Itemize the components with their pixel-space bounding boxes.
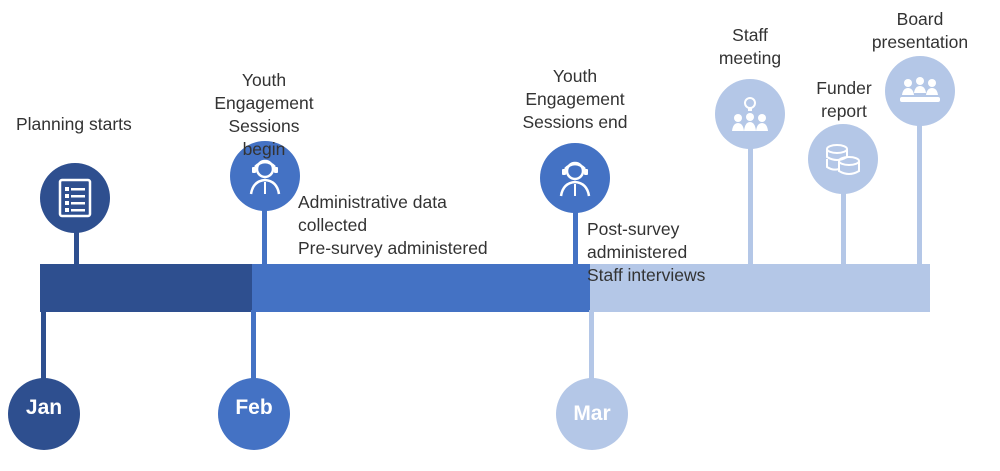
stem-board bbox=[917, 120, 922, 266]
team-idea-icon bbox=[730, 96, 770, 132]
stem-youth-end bbox=[573, 200, 578, 266]
board-presentation-marker bbox=[885, 56, 955, 126]
month-feb-label: Feb bbox=[235, 396, 273, 419]
month-mar-label: Mar bbox=[573, 402, 611, 425]
stem-feb bbox=[251, 310, 256, 380]
staff-meeting-label: Staff meeting bbox=[718, 25, 782, 68]
planning-starts-label: Planning starts bbox=[16, 114, 132, 134]
board-presentation-label: Board presentation bbox=[871, 9, 969, 52]
funder-report-label: Funder report bbox=[816, 78, 872, 121]
feb-phase-notes: Administrative data collected Pre-survey… bbox=[298, 192, 488, 258]
youth-sessions-begin-label: Youth Engagement Sessions begin bbox=[214, 70, 314, 159]
person-icon bbox=[557, 159, 593, 197]
coins-icon bbox=[823, 141, 863, 177]
youth-sessions-begin-marker bbox=[230, 141, 300, 211]
stem-mar bbox=[589, 310, 594, 380]
stem-staff-meeting bbox=[748, 140, 753, 266]
stem-youth-begin bbox=[262, 200, 267, 266]
month-jan-label: Jan bbox=[25, 396, 63, 419]
month-jan: Jan bbox=[8, 378, 80, 450]
stem-funder-report bbox=[841, 190, 846, 266]
checklist-icon bbox=[57, 178, 93, 218]
youth-sessions-end-label: Youth Engagement Sessions end bbox=[522, 66, 628, 132]
planning-starts-marker bbox=[40, 163, 110, 233]
person-icon bbox=[247, 157, 283, 195]
timeline-segment-jan bbox=[40, 264, 252, 312]
timeline-segment-feb bbox=[252, 264, 590, 312]
staff-meeting-marker bbox=[715, 79, 785, 149]
stem-planning bbox=[74, 230, 79, 266]
month-feb: Feb bbox=[218, 378, 290, 450]
stem-jan bbox=[41, 310, 46, 380]
meeting-table-icon bbox=[899, 75, 941, 107]
timeline-segment-mar bbox=[590, 264, 930, 312]
mar-phase-notes: Post-survey administered Staff interview… bbox=[587, 219, 706, 285]
youth-sessions-end-marker bbox=[540, 143, 610, 213]
month-mar: Mar bbox=[556, 378, 628, 450]
funder-report-marker bbox=[808, 124, 878, 194]
